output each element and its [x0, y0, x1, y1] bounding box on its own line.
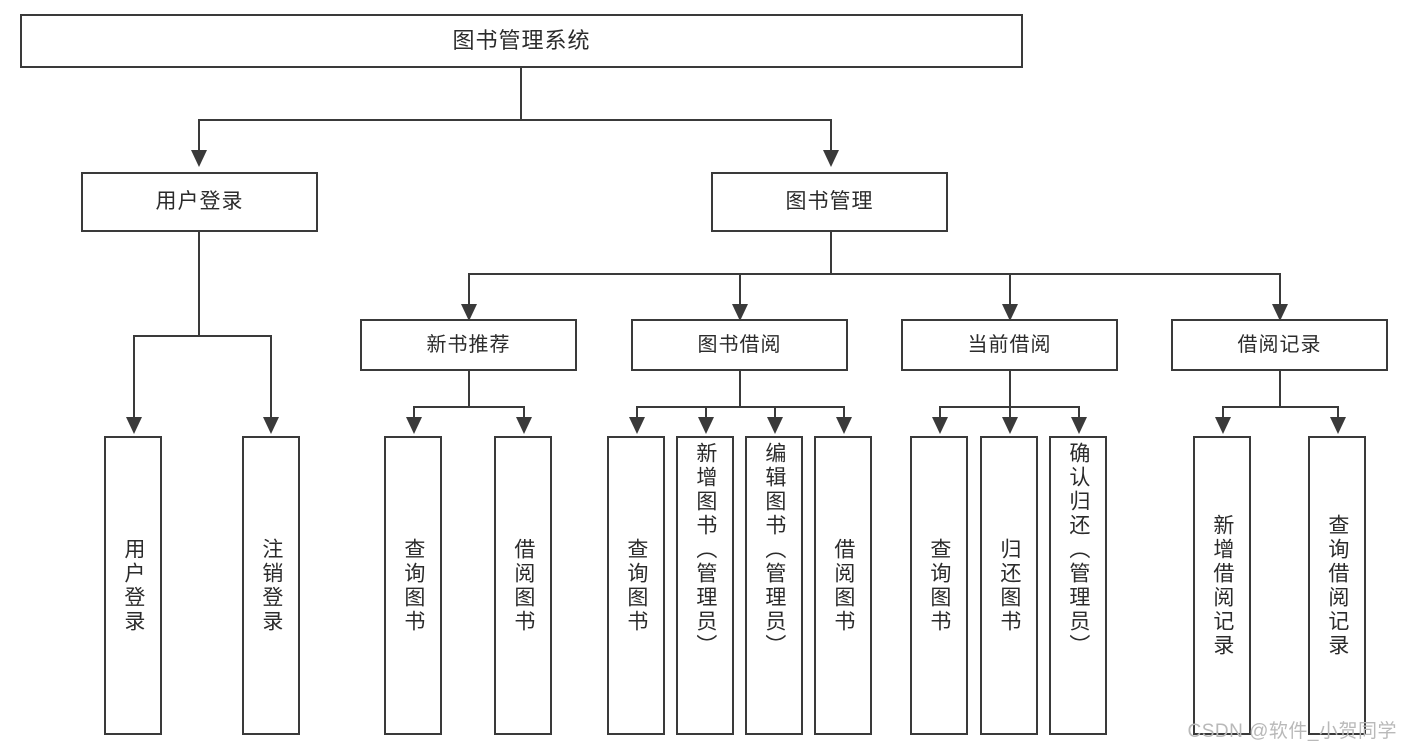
leaf-confirm-return-admin[interactable]: 确认归还（管理员）: [1049, 436, 1107, 735]
leaf-label: 查询图书: [624, 537, 648, 634]
node-label: 借阅记录: [1237, 333, 1322, 356]
connector-new-book-bar: [413, 406, 523, 408]
arrowhead-cb-leaf-3: [1071, 417, 1087, 434]
arrowhead-cb-leaf-1: [932, 417, 948, 434]
node-label: 新书推荐: [426, 333, 511, 356]
arrowhead-nb-leaf-2: [516, 417, 532, 434]
node-label: 图书管理系统: [452, 28, 591, 54]
leaf-label: 查询图书: [927, 537, 951, 634]
arrowhead-bb-leaf-1: [629, 417, 645, 434]
connector-book-borrow-stem: [739, 371, 741, 407]
leaf-query-book-recommend[interactable]: 查询图书: [384, 436, 442, 735]
connector-bb-to-leaf-2: [705, 406, 707, 418]
arrowhead-bb-leaf-2: [698, 417, 714, 434]
leaf-label: 编辑图书（管理员）: [762, 442, 786, 658]
leaf-label: 新增借阅记录: [1210, 513, 1234, 658]
node-book-borrow[interactable]: 图书借阅: [631, 319, 848, 371]
leaf-label: 借阅图书: [511, 537, 535, 634]
leaf-logout-login[interactable]: 注销登录: [242, 436, 300, 735]
connector-bb-to-leaf-4: [843, 406, 845, 418]
connector-user-login-stem: [198, 232, 200, 336]
connector-user-login-bar: [133, 335, 270, 337]
leaf-borrow-book-recommend[interactable]: 借阅图书: [494, 436, 552, 735]
connector-bm-to-borrow-record: [1279, 273, 1281, 305]
connector-cb-to-leaf-1: [939, 406, 941, 418]
node-user-login[interactable]: 用户登录: [81, 172, 318, 232]
connector-book-manage-bar: [468, 273, 1280, 275]
leaf-query-book-borrow[interactable]: 查询图书: [607, 436, 665, 735]
connector-root-to-book-manage: [830, 119, 832, 152]
connector-bm-to-current-borrow: [1009, 273, 1011, 305]
arrowhead-bm-new-book: [461, 304, 477, 321]
node-borrow-record[interactable]: 借阅记录: [1171, 319, 1388, 371]
connector-new-book-stem: [468, 371, 470, 407]
leaf-return-book[interactable]: 归还图书: [980, 436, 1038, 735]
connector-root-to-user-login: [198, 119, 200, 152]
arrowhead-bm-borrow-record: [1272, 304, 1288, 321]
arrowhead-root-to-book-manage: [823, 150, 839, 167]
node-label: 用户登录: [155, 189, 244, 213]
connector-nb-to-leaf-1: [413, 406, 415, 418]
leaf-query-borrow-record[interactable]: 查询借阅记录: [1308, 436, 1366, 735]
arrowhead-br-leaf-1: [1215, 417, 1231, 434]
leaf-label: 查询借阅记录: [1325, 513, 1349, 658]
arrowhead-root-to-user-login: [191, 150, 207, 167]
arrowhead-br-leaf-2: [1330, 417, 1346, 434]
leaf-label: 确认归还（管理员）: [1066, 442, 1090, 658]
leaf-label: 归还图书: [997, 537, 1021, 634]
connector-book-manage-stem: [830, 232, 832, 274]
connector-book-borrow-bar: [636, 406, 845, 408]
leaf-label: 借阅图书: [831, 537, 855, 634]
arrowhead-bm-current-borrow: [1002, 304, 1018, 321]
connector-bm-to-book-borrow: [739, 273, 741, 305]
node-root-library-system[interactable]: 图书管理系统: [20, 14, 1023, 68]
connector-cb-to-leaf-2: [1009, 406, 1011, 418]
connector-nb-to-leaf-2: [523, 406, 525, 418]
leaf-label: 用户登录: [121, 537, 145, 634]
leaf-borrow-book[interactable]: 借阅图书: [814, 436, 872, 735]
node-label: 图书管理: [785, 189, 874, 213]
connector-bb-to-leaf-1: [636, 406, 638, 418]
arrowhead-cb-leaf-2: [1002, 417, 1018, 434]
connector-bm-to-new-book: [468, 273, 470, 305]
connector-current-borrow-stem: [1009, 371, 1011, 407]
leaf-label: 注销登录: [259, 537, 283, 634]
connector-br-to-leaf-2: [1337, 406, 1339, 418]
node-label: 当前借阅: [967, 333, 1052, 356]
connector-root-bar: [198, 119, 832, 121]
leaf-user-login[interactable]: 用户登录: [104, 436, 162, 735]
leaf-label: 查询图书: [401, 537, 425, 634]
arrowhead-user-login-leaf-2: [263, 417, 279, 434]
node-new-book-recommend[interactable]: 新书推荐: [360, 319, 577, 371]
connector-root-stem: [520, 68, 522, 120]
arrowhead-user-login-leaf-1: [126, 417, 142, 434]
arrowhead-bb-leaf-3: [767, 417, 783, 434]
connector-br-to-leaf-1: [1222, 406, 1224, 418]
leaf-edit-book-admin[interactable]: 编辑图书（管理员）: [745, 436, 803, 735]
leaf-label: 新增图书（管理员）: [693, 442, 717, 658]
connector-borrow-record-bar: [1222, 406, 1337, 408]
arrowhead-nb-leaf-1: [406, 417, 422, 434]
arrowhead-bm-book-borrow: [732, 304, 748, 321]
connector-user-login-to-leaf-1: [133, 335, 135, 418]
leaf-query-book-current[interactable]: 查询图书: [910, 436, 968, 735]
node-current-borrow[interactable]: 当前借阅: [901, 319, 1118, 371]
connector-cb-to-leaf-3: [1078, 406, 1080, 418]
leaf-add-book-admin[interactable]: 新增图书（管理员）: [676, 436, 734, 735]
leaf-add-borrow-record[interactable]: 新增借阅记录: [1193, 436, 1251, 735]
connector-user-login-to-leaf-2: [270, 335, 272, 418]
node-label: 图书借阅: [697, 333, 782, 356]
node-book-management[interactable]: 图书管理: [711, 172, 948, 232]
arrowhead-bb-leaf-4: [836, 417, 852, 434]
connector-borrow-record-stem: [1279, 371, 1281, 407]
connector-bb-to-leaf-3: [774, 406, 776, 418]
